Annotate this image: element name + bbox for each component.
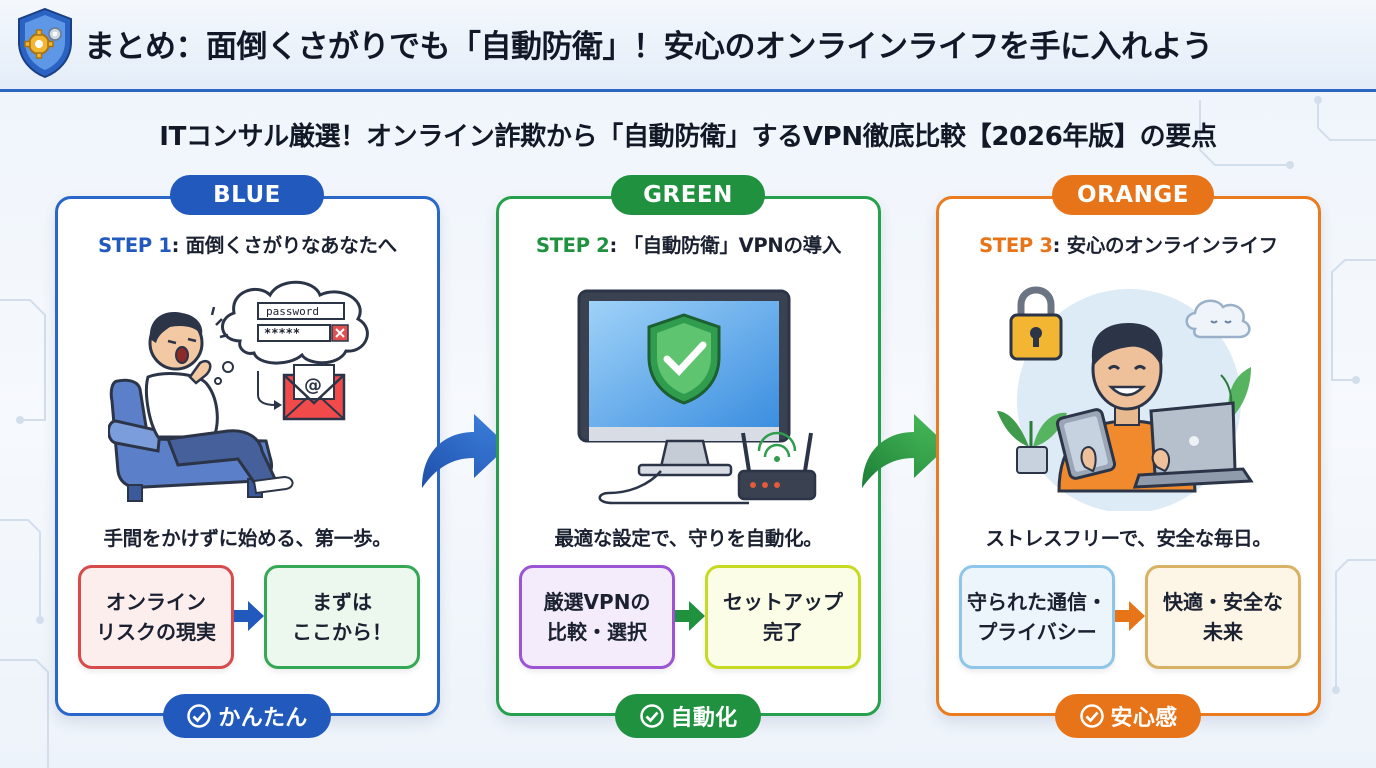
badge-easy: かんたん bbox=[163, 694, 331, 738]
color-label-green: GREEN bbox=[611, 175, 765, 215]
check-circle-icon bbox=[639, 704, 664, 728]
color-label-orange: ORANGE bbox=[1052, 175, 1214, 215]
yawning-person bbox=[144, 312, 294, 495]
step-1-panel: STEP 1: 面倒くさがりなあなたへ password ***** @ bbox=[55, 196, 440, 716]
step-2-title: STEP 2: 「自動防衛」VPNの導入 bbox=[535, 234, 842, 257]
step-3-box-safe-future: 快適・安全な 未来 bbox=[1145, 565, 1301, 669]
shield-gear-icon bbox=[18, 7, 72, 79]
check-circle-icon bbox=[187, 704, 212, 728]
arrow-right-icon bbox=[234, 601, 264, 631]
router-icon bbox=[737, 431, 817, 501]
mail-at-symbol: @ bbox=[304, 375, 322, 396]
step-3-box-protected-privacy: 守られた通信・ プライバシー bbox=[959, 565, 1115, 669]
password-label: password bbox=[266, 305, 319, 318]
badge-peace-of-mind: 安心感 bbox=[1055, 694, 1201, 738]
badge-automation: 自動化 bbox=[615, 694, 761, 738]
check-circle-icon bbox=[1079, 704, 1104, 728]
step-1-box-online-risk: オンライン リスクの現実 bbox=[78, 565, 234, 669]
step-2-panel: STEP 2: 「自動防衛」VPNの導入 最適な設定で、守りを自動化。 bbox=[496, 196, 881, 716]
step-2-box-vpn-compare: 厳選VPNの 比較・選択 bbox=[519, 565, 675, 669]
badge-automation-label: 自動化 bbox=[670, 706, 738, 731]
flow-arrow-icon bbox=[862, 414, 948, 488]
header-bar: まとめ：面倒くさがりでも「自動防衛」！安心のオンラインライフを手に入れよう bbox=[0, 0, 1376, 92]
page-title: まとめ：面倒くさがりでも「自動防衛」！安心のオンラインライフを手に入れよう bbox=[84, 29, 1213, 65]
cloud-icon bbox=[1185, 299, 1251, 339]
step-1-title: STEP 1: 面倒くさがりなあなたへ bbox=[98, 234, 397, 257]
vpn-monitor-illustration bbox=[577, 289, 817, 505]
badge-easy-label: かんたん bbox=[218, 706, 308, 731]
badge-peace-of-mind-label: 安心感 bbox=[1110, 706, 1178, 731]
step-3-caption: ストレスフリーで、安全な毎日。 bbox=[985, 527, 1272, 550]
step-1-caption: 手間をかけずに始める、第一歩。 bbox=[103, 527, 392, 550]
tablet-icon bbox=[1055, 408, 1117, 480]
step-2-caption: 最適な設定で、守りを自動化。 bbox=[554, 527, 823, 550]
laptop-icon bbox=[1132, 401, 1254, 489]
arrow-right-icon bbox=[1115, 601, 1145, 631]
step-3-title: STEP 3: 安心のオンラインライフ bbox=[979, 234, 1278, 257]
step-2-box-setup-complete: セットアップ 完了 bbox=[705, 565, 861, 669]
happy-person-illustration bbox=[997, 286, 1254, 511]
flow-arrow-icon bbox=[422, 414, 508, 488]
password-mask: ***** bbox=[264, 326, 300, 340]
arrow-right-icon bbox=[675, 601, 705, 631]
color-label-blue: BLUE bbox=[170, 175, 324, 215]
thought-cloud: password ***** bbox=[214, 280, 369, 385]
step-1-box-start-here: まずは ここから！ bbox=[264, 565, 420, 669]
lazy-person-illustration: password ***** @ bbox=[108, 280, 369, 502]
shield-check-icon bbox=[647, 313, 721, 405]
mail-icon: @ bbox=[282, 364, 346, 421]
page-subtitle: ITコンサル厳選！オンライン詐欺から「自動防衛」するVPN徹底比較【2026年版… bbox=[159, 122, 1217, 152]
lock-icon bbox=[1009, 286, 1063, 361]
step-3-panel: STEP 3: 安心のオンラインライフ bbox=[936, 196, 1321, 716]
